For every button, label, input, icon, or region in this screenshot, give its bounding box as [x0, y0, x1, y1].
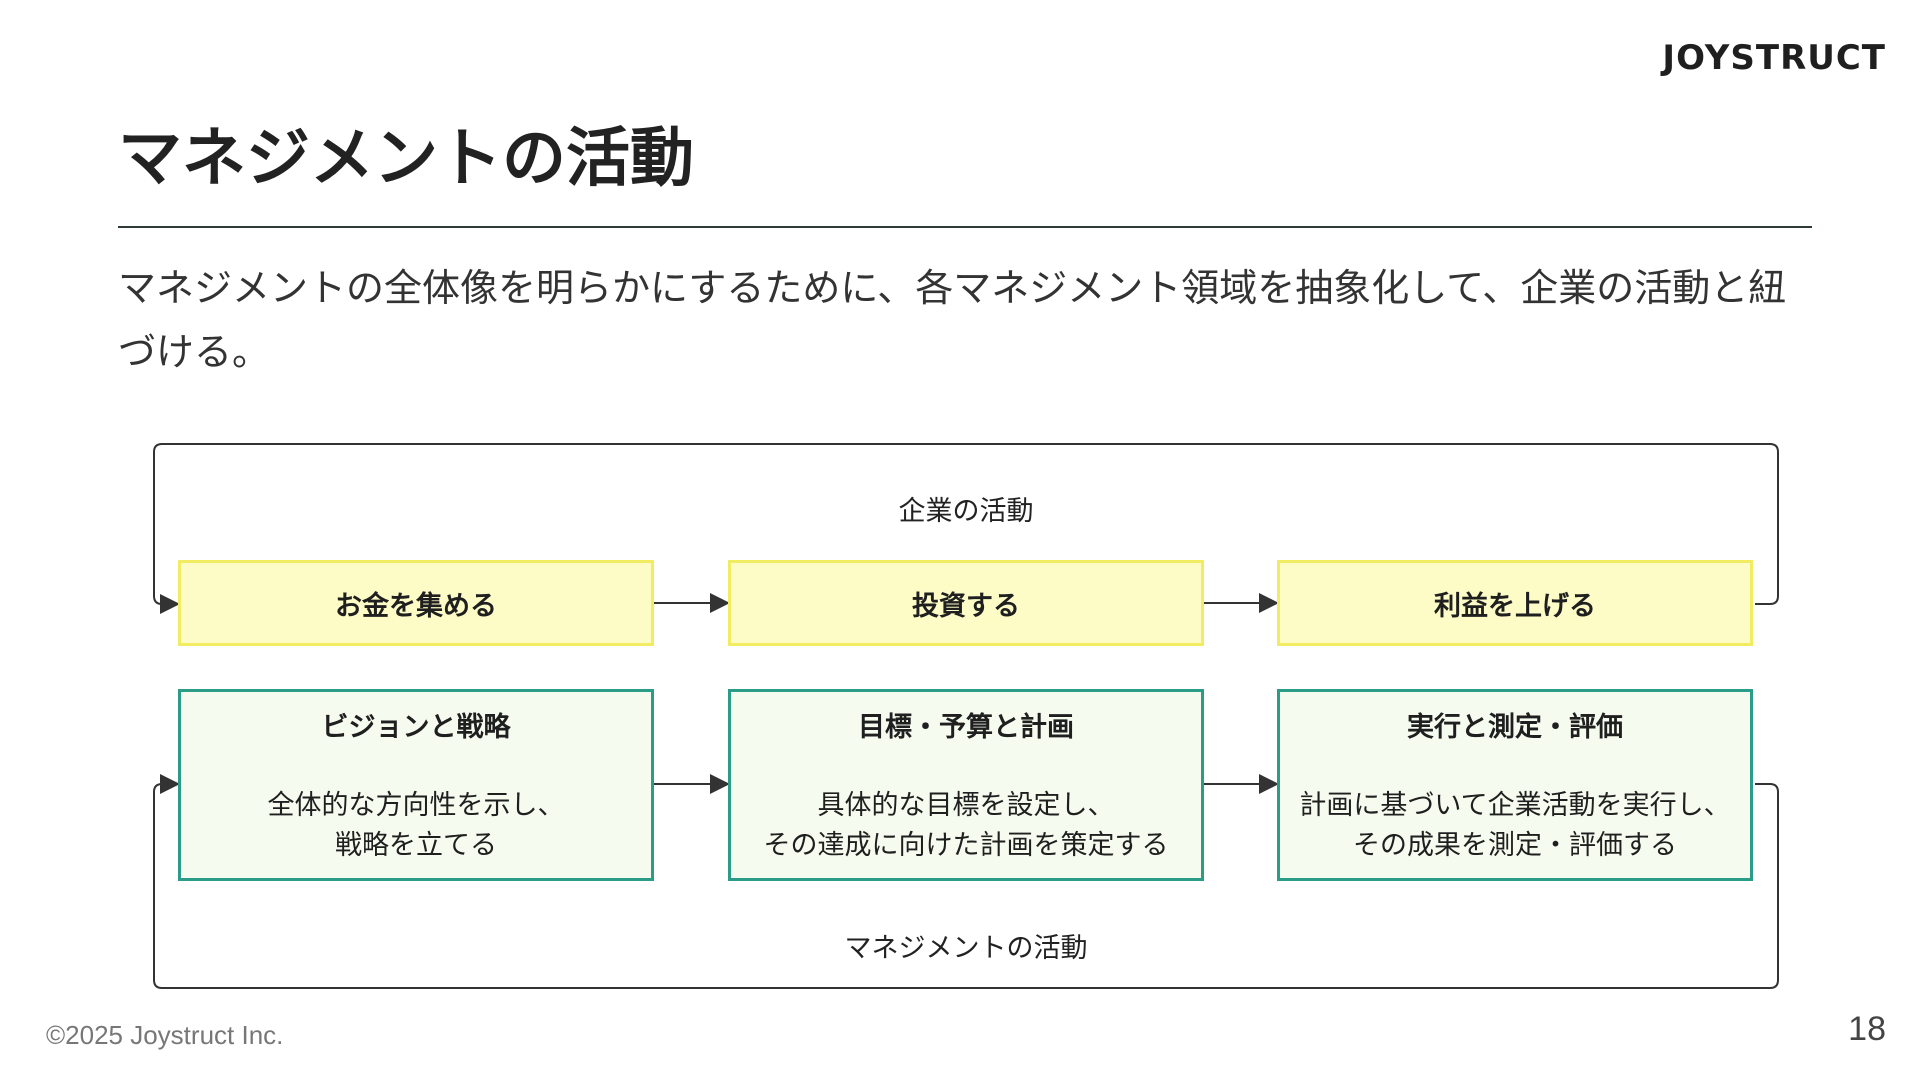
management-box-title: 実行と測定・評価 [1407, 711, 1623, 743]
copyright-text: ©2025 Joystruct Inc. [46, 1020, 284, 1050]
management-box-vision-strategy: ビジョンと戦略 全体的な方向性を示し、 戦略を立てる [178, 689, 654, 881]
company-activity-label: 企業の活動 [898, 496, 1034, 527]
management-loop-line [153, 774, 1779, 989]
management-box-description: 具体的な目標を設定し、 その達成に向けた計画を策定する [763, 789, 1169, 861]
activity-box-label: 利益を上げる [1434, 590, 1596, 622]
company-logo: JOYSTRUCT [1662, 38, 1886, 78]
title-divider [118, 226, 1812, 228]
page-title: マネジメントの活動 [118, 122, 694, 196]
management-box-description: 計画に基づいて企業活動を実行し、 その成果を測定・評価する [1299, 789, 1731, 861]
page-number: 18 [1848, 1010, 1886, 1048]
management-activity-label: マネジメントの活動 [844, 933, 1088, 964]
management-box-title: 目標・予算と計画 [858, 711, 1074, 743]
activity-box-label: 投資する [912, 590, 1020, 622]
management-box-description: 全体的な方向性を示し、 戦略を立てる [267, 789, 565, 861]
management-box-execution-evaluation: 実行と測定・評価 計画に基づいて企業活動を実行し、 その成果を測定・評価する [1277, 689, 1753, 881]
activity-box-raise-money: お金を集める [178, 560, 654, 646]
company-loop-line [153, 443, 1779, 614]
management-box-goals-budget-plan: 目標・予算と計画 具体的な目標を設定し、 その達成に向けた計画を策定する [728, 689, 1204, 881]
activity-box-label: お金を集める [335, 590, 497, 622]
management-box-title: ビジョンと戦略 [321, 711, 511, 743]
page-description: マネジメントの全体像を明らかにするために、各マネジメント領域を抽象化して、企業の… [118, 266, 1787, 374]
activity-box-invest: 投資する [728, 560, 1204, 646]
activity-box-profit: 利益を上げる [1277, 560, 1753, 646]
